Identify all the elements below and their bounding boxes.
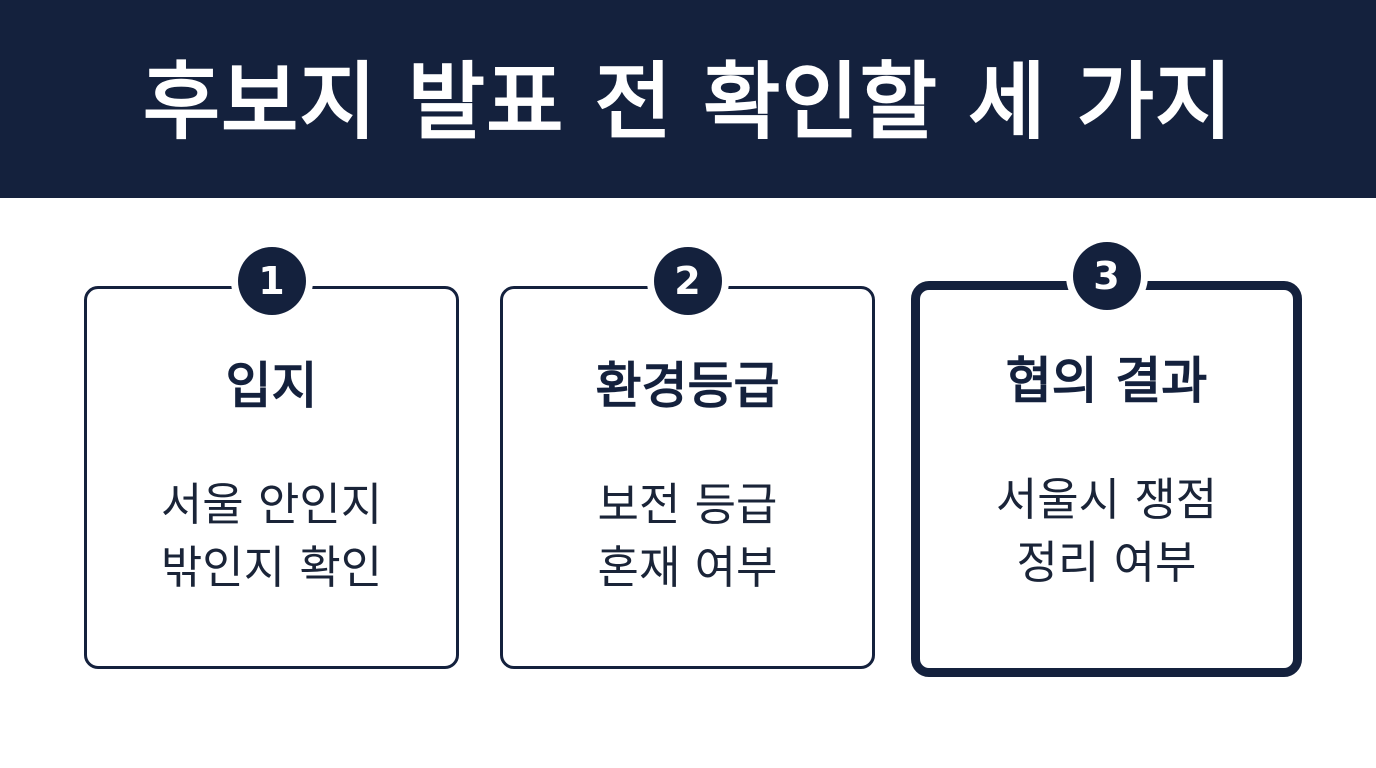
card-description-1: 서울 안인지 밖인지 확인 <box>87 473 456 599</box>
number-badge-1: 1 <box>237 247 306 315</box>
card-title-2: 환경등급 <box>595 357 780 415</box>
checklist-card-2: 2 환경등급 보전 등급 혼재 여부 <box>500 247 875 669</box>
card-3-line-1: 서울시 쟁점 <box>995 473 1218 526</box>
card-1-line-2: 밖인지 확인 <box>160 541 383 594</box>
page-title: 후보지 발표 전 확인할 세 가지 <box>142 53 1234 151</box>
card-title-3: 협의 결과 <box>1005 352 1208 410</box>
card-1-line-1: 서울 안인지 <box>160 478 383 531</box>
checklist-card-3: 3 협의 결과 서울시 쟁점 정리 여부 <box>911 242 1302 677</box>
card-title-1: 입지 <box>225 357 318 415</box>
card-2-line-2: 혼재 여부 <box>597 541 778 594</box>
card-2-line-1: 보전 등급 <box>597 478 778 531</box>
card-description-3: 서울시 쟁점 정리 여부 <box>920 468 1293 594</box>
card-description-2: 보전 등급 혼재 여부 <box>503 473 872 599</box>
number-badge-2: 2 <box>653 247 722 315</box>
checklist-card-1: 1 입지 서울 안인지 밖인지 확인 <box>84 247 459 669</box>
header-banner: 후보지 발표 전 확인할 세 가지 <box>0 0 1376 198</box>
number-badge-3: 3 <box>1072 242 1141 310</box>
card-3-line-2: 정리 여부 <box>1016 536 1197 589</box>
